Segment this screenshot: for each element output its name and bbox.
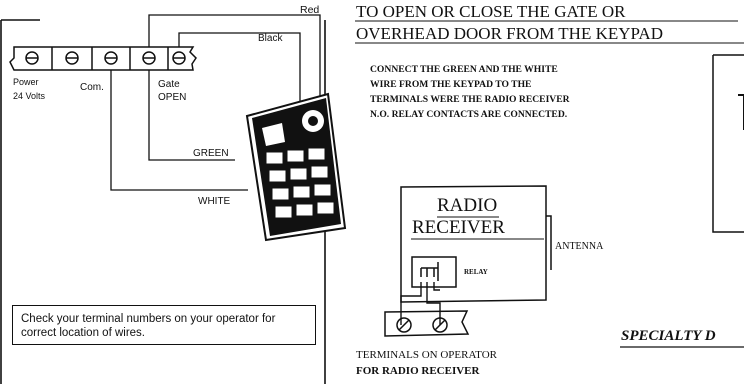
terminal-screws <box>25 51 186 65</box>
instructions-heading-line2: OVERHEAD DOOR FROM THE KEYPAD <box>356 24 663 43</box>
receiver-caption-line2: FOR RADIO RECEIVER <box>356 365 480 377</box>
instructions-body-line4: N.O. RELAY CONTACTS ARE CONNECTED. <box>370 109 568 120</box>
receiver-caption-line1: TERMINALS ON OPERATOR <box>356 349 497 361</box>
operator-terminals <box>384 310 470 337</box>
relay-label: RELAY <box>464 268 488 276</box>
wires <box>110 14 321 191</box>
terminal-label-gate: Gate <box>158 79 180 90</box>
brand-text: SPECIALTY D <box>621 328 716 344</box>
terminal-label-voltage: 24 Volts <box>13 91 46 101</box>
terminal-note: Check your terminal numbers on your oper… <box>12 305 316 345</box>
instructions-body-line3: TERMINALS WERE THE RADIO RECEIVER <box>370 94 570 105</box>
keypad-buttons <box>265 147 335 219</box>
receiver-label-receiver: RECEIVER <box>412 217 505 238</box>
wire-label-white: WHITE <box>198 196 231 207</box>
instructions-body-line1: CONNECT THE GREEN AND THE WHITE <box>370 64 558 75</box>
terminal-label-com: Com. <box>80 82 104 93</box>
terminal-strip <box>9 46 197 71</box>
wire-label-red: Red <box>300 4 320 16</box>
partial-box <box>712 54 744 233</box>
antenna-label: ANTENNA <box>555 241 604 252</box>
instructions-heading-line1: TO OPEN OR CLOSE THE GATE OR <box>356 2 626 21</box>
terminal-label-open: OPEN <box>158 92 187 103</box>
receiver-label-radio: RADIO <box>437 195 498 216</box>
instructions-body-line2: WIRE FROM THE KEYPAD TO THE <box>370 79 532 90</box>
receiver-terminal-wires <box>400 282 441 325</box>
wire-label-black: Black <box>258 33 283 44</box>
terminal-label-power: Power <box>13 77 39 87</box>
keypad <box>245 92 347 242</box>
wire-label-green: GREEN <box>193 148 229 159</box>
